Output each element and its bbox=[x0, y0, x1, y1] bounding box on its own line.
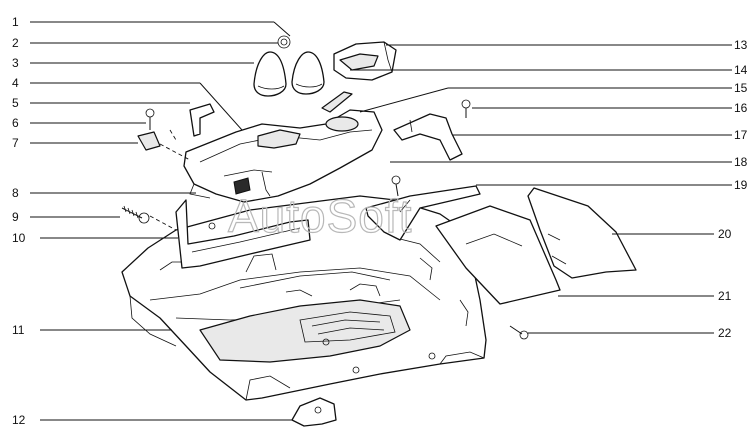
callout-label: 3 bbox=[12, 56, 19, 70]
callout-12: 12 bbox=[12, 413, 292, 427]
callout-10: 10 bbox=[12, 231, 178, 245]
callout-11: 11 bbox=[12, 323, 172, 337]
callout-label: 4 bbox=[12, 76, 19, 90]
callout-label: 19 bbox=[734, 178, 748, 192]
callout-label: 15 bbox=[734, 81, 748, 95]
callout-label: 17 bbox=[734, 128, 748, 142]
clip-ring-part bbox=[277, 35, 291, 49]
callout-6: 6 bbox=[12, 116, 146, 130]
screw-22-part bbox=[509, 325, 529, 340]
callout-label: 16 bbox=[734, 101, 748, 115]
callout-22: 22 bbox=[528, 326, 732, 340]
callout-9: 9 bbox=[12, 210, 120, 224]
screw-18-part bbox=[391, 175, 401, 197]
callout-label: 7 bbox=[12, 136, 19, 150]
callout-21: 21 bbox=[558, 289, 732, 303]
callout-label: 11 bbox=[12, 323, 25, 337]
callout-8: 8 bbox=[12, 186, 196, 200]
callout-label: 1 bbox=[12, 15, 19, 29]
center-console-part bbox=[183, 109, 383, 203]
callout-label: 5 bbox=[12, 96, 19, 110]
callout-14: 14 bbox=[350, 63, 748, 77]
callout-3: 3 bbox=[12, 56, 254, 70]
callout-label: 13 bbox=[734, 38, 748, 52]
callout-label: 6 bbox=[12, 116, 19, 130]
callout-label: 22 bbox=[718, 326, 732, 340]
callout-4: 4 bbox=[12, 76, 243, 131]
callout-label: 18 bbox=[734, 155, 748, 169]
callout-label: 21 bbox=[718, 289, 732, 303]
callout-label: 12 bbox=[12, 413, 26, 427]
callout-label: 20 bbox=[718, 227, 732, 241]
callout-13: 13 bbox=[386, 38, 748, 52]
callout-17: 17 bbox=[452, 128, 748, 142]
assembly-lines bbox=[149, 129, 191, 231]
screw-small-part bbox=[461, 99, 471, 118]
callout-label: 9 bbox=[12, 210, 19, 224]
callout-2: 2 bbox=[12, 36, 278, 50]
screw-long-part bbox=[121, 205, 150, 224]
callout-1: 1 bbox=[12, 15, 291, 37]
callout-15: 15 bbox=[359, 81, 748, 113]
strip-part bbox=[321, 91, 353, 113]
callout-19: 19 bbox=[476, 178, 748, 192]
callout-16: 16 bbox=[472, 101, 748, 115]
watermark-text: AutoSoft bbox=[228, 190, 412, 242]
callout-7: 7 bbox=[12, 136, 138, 150]
armrest-box-part bbox=[333, 41, 397, 81]
callout-5: 5 bbox=[12, 96, 190, 110]
gear-boot-part bbox=[253, 51, 325, 97]
bracket-12-part bbox=[291, 397, 337, 427]
screw-part bbox=[145, 108, 155, 130]
panel-19-part bbox=[365, 185, 481, 241]
callout-label: 8 bbox=[12, 186, 19, 200]
bracket-17-part bbox=[393, 113, 463, 161]
callout-label: 2 bbox=[12, 36, 19, 50]
bracket-part bbox=[189, 103, 215, 137]
mat-21-part bbox=[435, 205, 561, 305]
callout-20: 20 bbox=[612, 227, 732, 241]
clip-part bbox=[137, 131, 161, 151]
trim-20-part bbox=[527, 187, 637, 279]
callout-label: 10 bbox=[12, 231, 26, 245]
callout-18: 18 bbox=[390, 155, 748, 169]
callout-label: 14 bbox=[734, 63, 748, 77]
side-panel-part bbox=[175, 199, 311, 269]
